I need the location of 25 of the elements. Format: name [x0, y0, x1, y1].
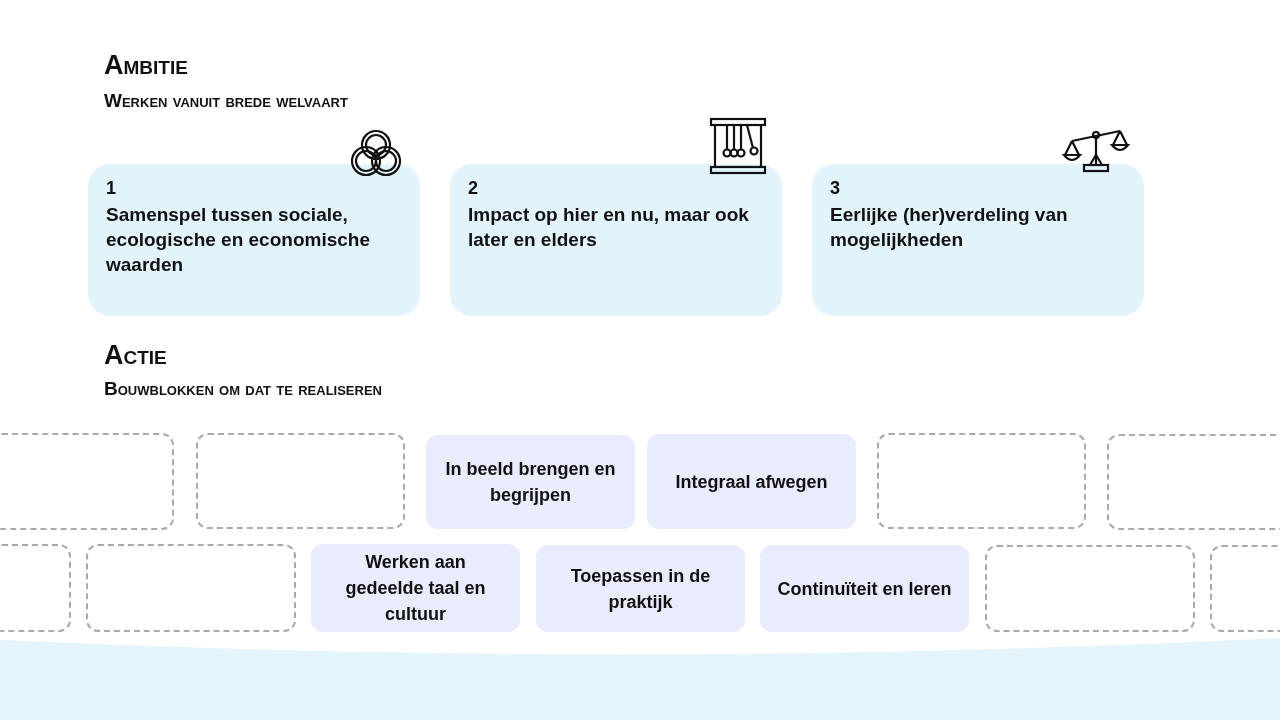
block-label: Integraal afwegen: [675, 470, 828, 494]
block-label: Toepassen in de praktijk: [569, 564, 712, 614]
ambition-card: [450, 164, 782, 316]
section-subheading: Werken vanuit brede welvaart: [104, 90, 348, 112]
card-number: 3: [830, 178, 841, 199]
section-heading: Actie: [104, 340, 167, 371]
empty-building-block: [0, 544, 71, 632]
empty-building-block: [1210, 545, 1280, 632]
card-number: 1: [106, 178, 117, 199]
block-label: Werken aan gedeelde taal en cultuur: [344, 551, 487, 626]
empty-building-block: [985, 545, 1195, 632]
empty-building-block: [86, 544, 296, 632]
card-text: Samenspel tussen sociale, ecologische en economische waarden: [106, 203, 371, 277]
empty-building-block: [196, 433, 405, 529]
card-text: Eerlijke (her)verdeling van mogelijkheden: [830, 203, 1069, 252]
empty-building-block: [0, 433, 174, 530]
ambition-card: [88, 164, 420, 316]
section-subheading: Bouwblokken om dat te realiseren: [104, 378, 382, 400]
empty-building-block: [877, 433, 1086, 529]
section-heading: Ambitie: [104, 50, 188, 81]
card-text: Impact op hier en nu, maar ook later en elders: [468, 203, 750, 252]
card-number: 2: [468, 178, 479, 199]
ambition-card: [812, 164, 1144, 316]
block-label: In beeld brengen en begrijpen: [444, 458, 617, 507]
block-label: Continuïteit en leren: [777, 577, 952, 601]
